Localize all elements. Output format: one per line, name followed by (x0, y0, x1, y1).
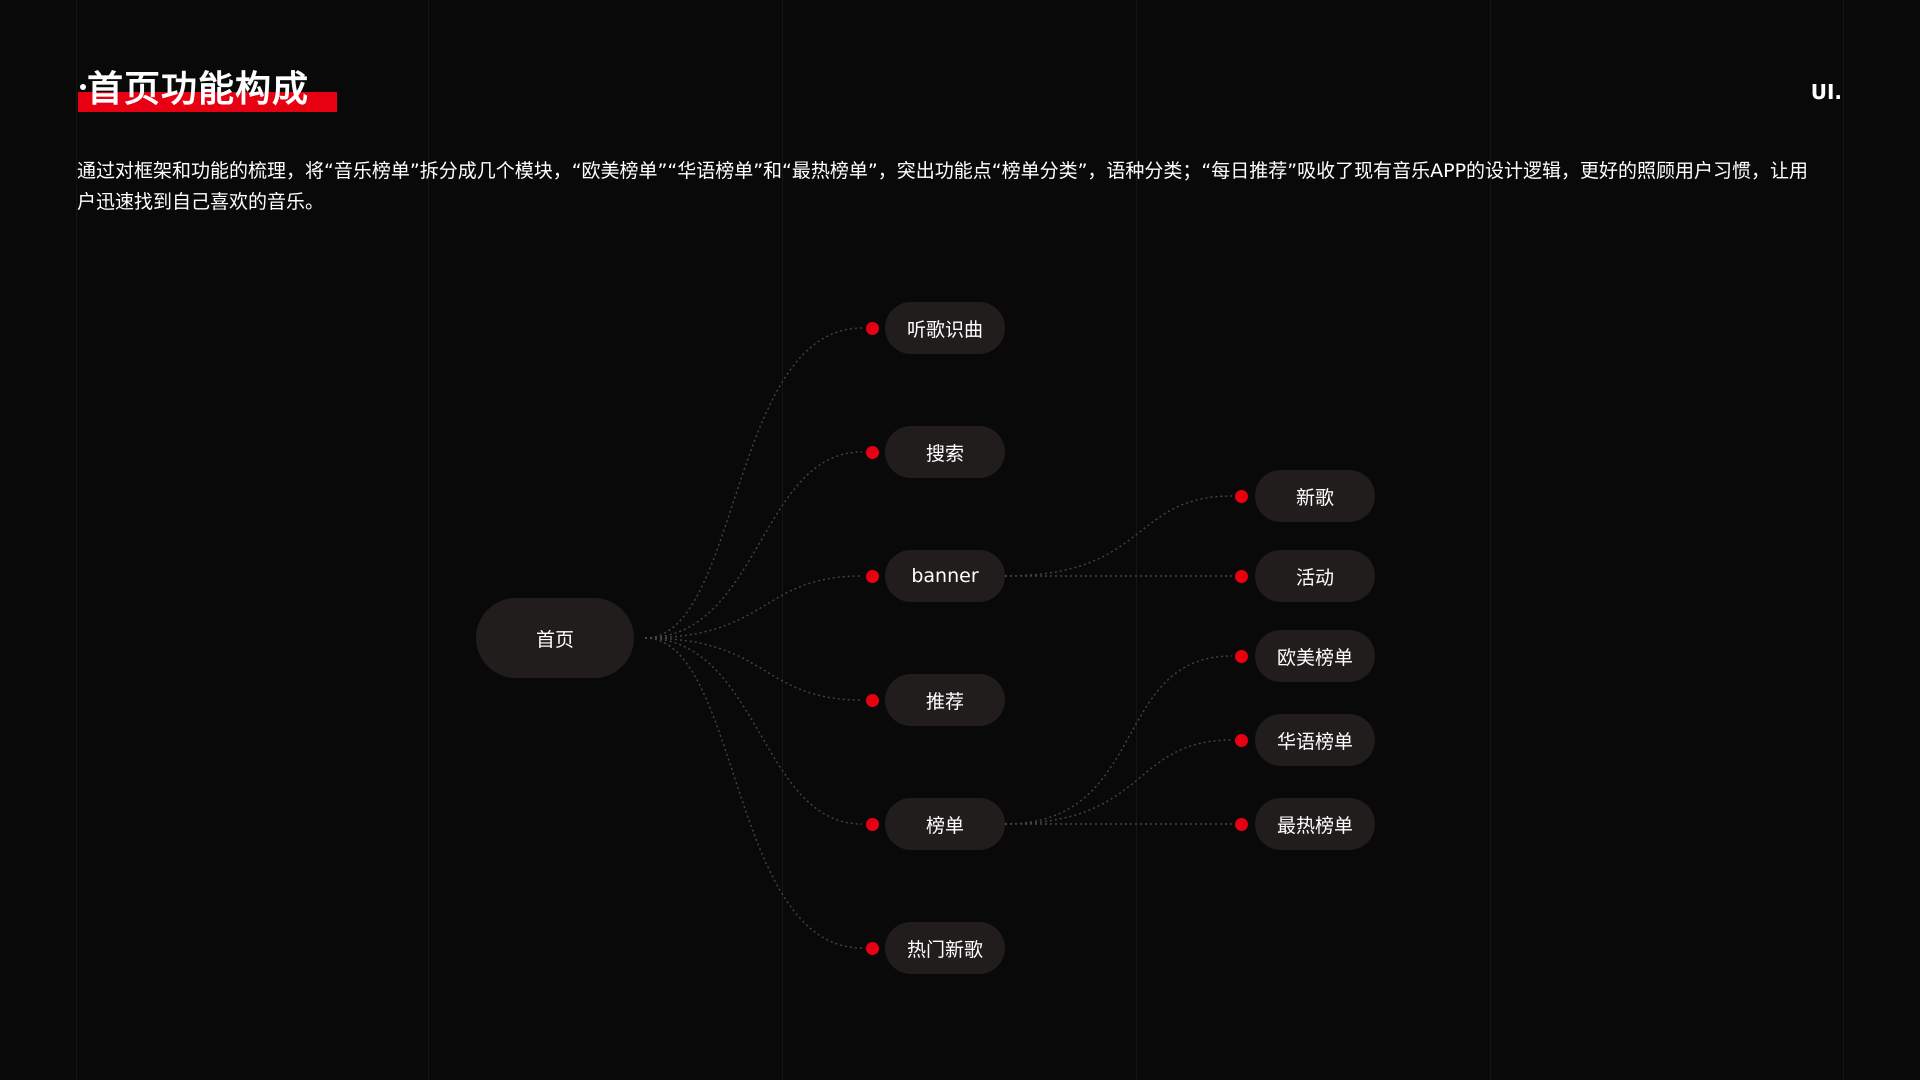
node-dot (866, 818, 879, 831)
node-search: 搜索 (885, 426, 1005, 478)
link-root-tinggeshiqu (644, 327, 863, 639)
node-charts: 榜单 (885, 798, 1005, 850)
node-dot (1235, 650, 1248, 663)
page-title-block: 首页功能构成 (78, 62, 338, 122)
node-listen-recognize: 听歌识曲 (885, 302, 1005, 354)
link-bangdan-oumei (1004, 655, 1233, 825)
node-dot (866, 694, 879, 707)
link-root-sousuo (644, 451, 863, 639)
node-dot (866, 942, 879, 955)
guide-line (428, 0, 429, 1080)
link-root-tuijian (644, 637, 863, 701)
node-recommend: 推荐 (885, 674, 1005, 726)
node-hottest-chart: 最热榜单 (1255, 798, 1375, 850)
description-text: 通过对框架和功能的梳理，将“音乐榜单”拆分成几个模块，“欧美榜单”“华语榜单”和… (77, 160, 1809, 213)
link-root-remen (644, 637, 863, 949)
node-dot (866, 446, 879, 459)
title-highlight-bar (78, 92, 337, 112)
link-root-banner (644, 575, 863, 639)
node-western-chart: 欧美榜单 (1255, 630, 1375, 682)
node-dot (1235, 570, 1248, 583)
node-new-songs: 新歌 (1255, 470, 1375, 522)
page-title: 首页功能构成 (87, 69, 310, 110)
node-events: 活动 (1255, 550, 1375, 602)
node-dot (866, 322, 879, 335)
link-bangdan-huayu (1004, 739, 1233, 825)
title-dot-icon (80, 84, 86, 90)
node-chinese-chart: 华语榜单 (1255, 714, 1375, 766)
node-dot (1235, 490, 1248, 503)
node-dot (1235, 818, 1248, 831)
node-dot (1235, 734, 1248, 747)
brand-mark: UI. (1810, 80, 1842, 104)
link-banner-xinge (1004, 495, 1233, 577)
guide-line (76, 0, 77, 1080)
node-hot-new-songs: 热门新歌 (885, 922, 1005, 974)
link-root-bangdan (644, 637, 863, 825)
guide-line (1490, 0, 1491, 1080)
node-dot (866, 570, 879, 583)
guide-line (1843, 0, 1844, 1080)
node-banner: banner (885, 550, 1005, 602)
node-root-home: 首页 (476, 598, 634, 678)
